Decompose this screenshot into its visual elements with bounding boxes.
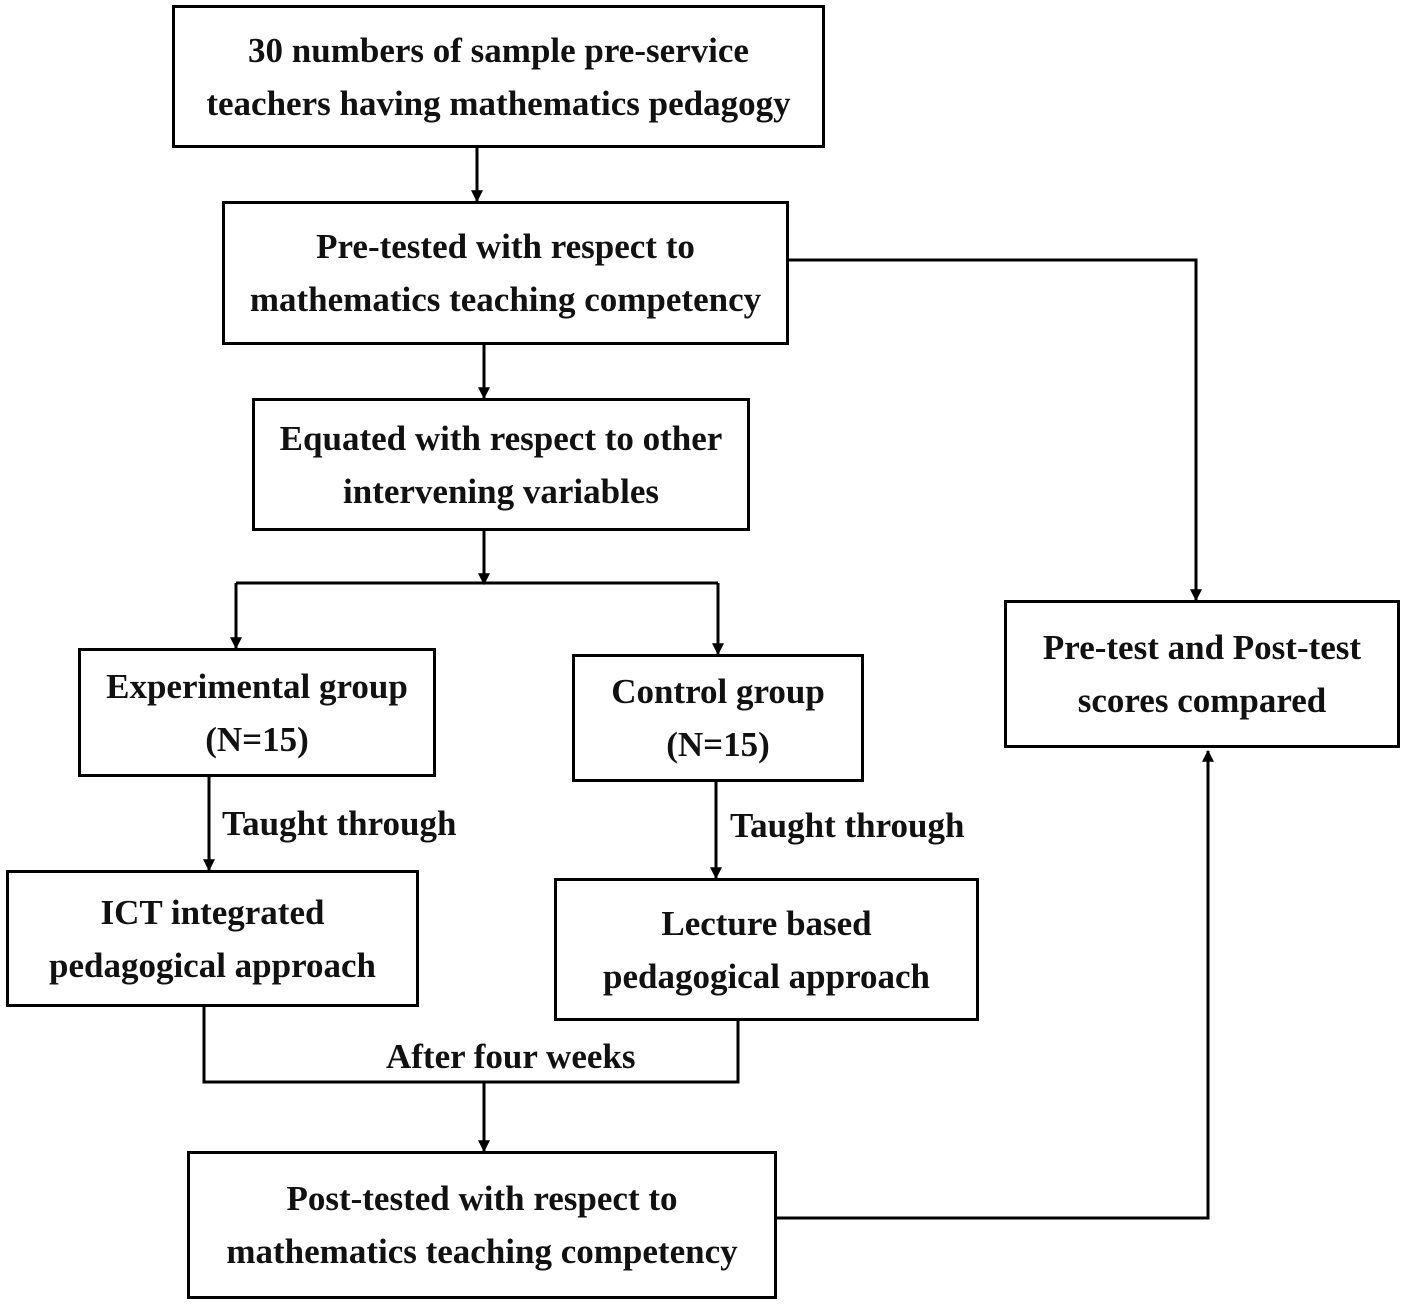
- label-taught-through-experimental: Taught through: [222, 804, 457, 843]
- node-posttested: Post-tested with respect to mathematics …: [187, 1151, 777, 1299]
- node-compared-line2: scores compared: [1077, 681, 1327, 720]
- node-scores-compared: Pre-test and Post-test scores compared: [1004, 600, 1400, 748]
- node-equated: Equated with respect to other intervenin…: [252, 398, 750, 531]
- arrow-pretest-to-compared: [789, 258, 1202, 602]
- node-ict-line1: ICT integrated: [100, 892, 325, 932]
- node-equated-line2: intervening variables: [343, 471, 659, 511]
- label-after-four-weeks: After four weeks: [386, 1037, 636, 1076]
- label-taught-through-control: Taught through: [730, 806, 965, 845]
- node-control-group: Control group (N=15): [572, 654, 864, 782]
- node-pretested-line1: Pre-tested with respect to: [316, 227, 695, 266]
- node-pretested: Pre-tested with respect to mathematics t…: [222, 201, 789, 345]
- node-ict-line2: pedagogical approach: [48, 945, 377, 985]
- node-lecture-approach: Lecture based pedagogical approach: [554, 878, 979, 1021]
- node-experimental-group: Experimental group (N=15): [78, 648, 436, 777]
- node-lecture-line1: Lecture based: [661, 903, 872, 943]
- node-control-line2: (N=15): [666, 725, 770, 764]
- node-experimental-line1: Experimental group: [106, 666, 408, 706]
- node-experimental-line2: (N=15): [205, 719, 309, 759]
- node-sample-line2: teachers having mathematics pedagogy: [206, 83, 791, 123]
- node-posttested-line2: mathematics teaching competency: [226, 1232, 738, 1271]
- node-pretested-line2: mathematics teaching competency: [249, 280, 762, 319]
- arrow-posttest-to-compared: [777, 749, 1214, 1220]
- node-equated-line1: Equated with respect to other: [279, 418, 723, 458]
- node-lecture-line2: pedagogical approach: [602, 956, 931, 996]
- node-ict-approach: ICT integrated pedagogical approach: [6, 870, 419, 1007]
- node-compared-line1: Pre-test and Post-test: [1042, 628, 1362, 667]
- node-sample-line1: 30 numbers of sample pre-service: [248, 30, 749, 70]
- node-posttested-line1: Post-tested with respect to: [286, 1179, 678, 1218]
- node-sample-teachers: 30 numbers of sample pre-service teacher…: [172, 5, 825, 148]
- merge-line: [202, 1007, 740, 1084]
- node-control-line1: Control group: [611, 672, 825, 711]
